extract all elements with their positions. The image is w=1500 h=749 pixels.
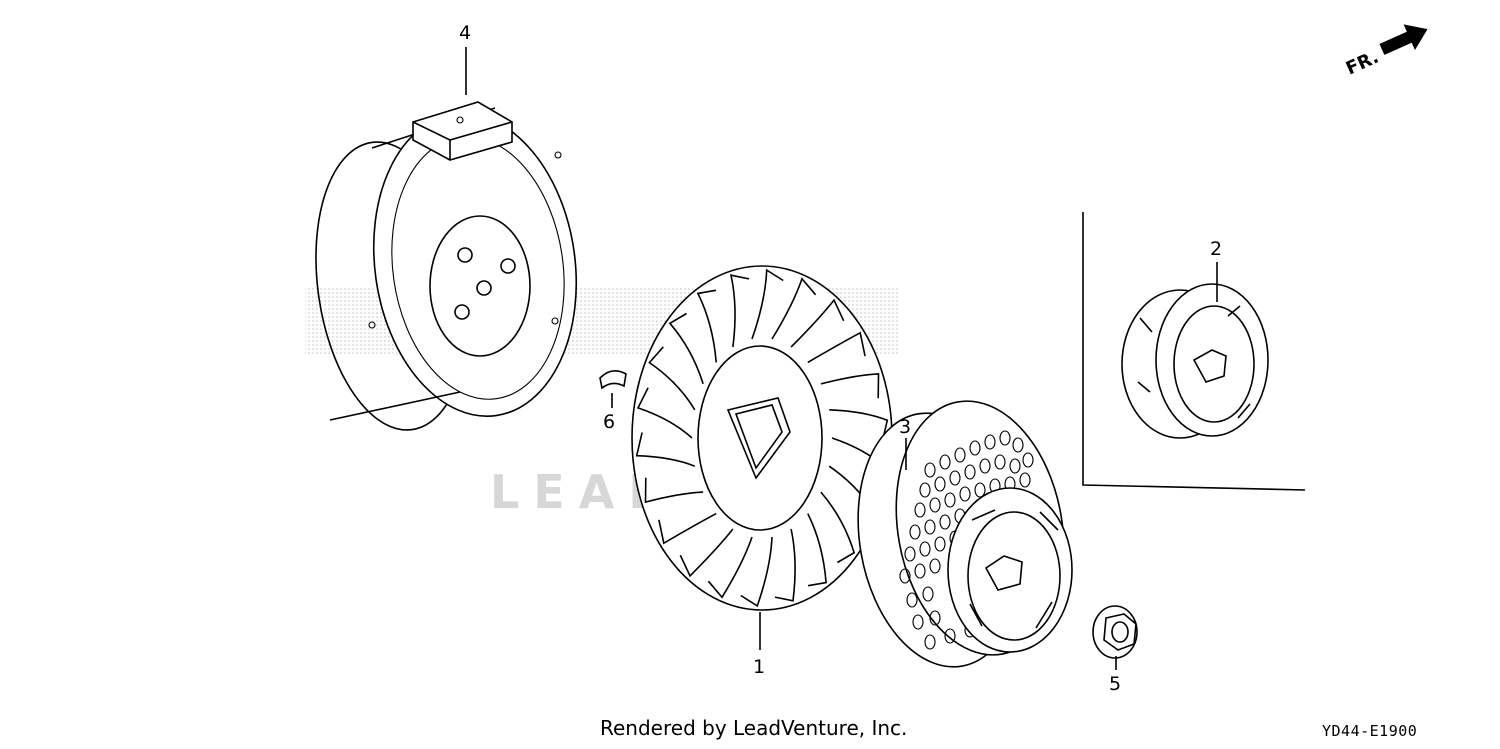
pulley-vent-hole [1009,458,1021,474]
part-4-flywheel[interactable] [299,47,596,440]
pulley-vent-hole [944,492,956,508]
pulley-vent-hole [924,462,936,478]
part-1-cooling-fan[interactable] [631,265,893,650]
pulley-vent-hole [1019,472,1031,488]
callout-3: 3 [899,416,911,438]
fan-blade [751,268,784,340]
fan-blade [729,274,750,348]
pulley-vent-hole [939,454,951,470]
pulley-vent-hole [974,482,986,498]
pulley-vent-hole [929,558,941,574]
fan-blade [636,387,693,439]
front-arrow-icon [1379,24,1428,55]
pulley-vent-hole [979,458,991,474]
fan-blade [648,346,696,411]
part-3-starter-pulley[interactable] [839,388,1083,680]
fan-blade [635,432,696,467]
callout-4: 4 [459,22,471,44]
front-direction-marker: FR. [1343,24,1428,80]
pulley-vent-hole [909,524,921,540]
pulley-vent-hole [984,434,996,450]
pulley-vent-hole [914,563,926,579]
fan-blade [774,528,796,602]
fan-blade [771,277,817,340]
pulley-vent-hole [924,634,936,650]
fan-blade [679,528,734,578]
part-2-starter-cup[interactable] [1121,262,1269,439]
pulley-vent-hole [924,519,936,535]
footer-credit: Rendered by LeadVenture, Inc. [600,716,908,740]
fan-blade [668,312,704,385]
pulley-vent-hole [954,447,966,463]
part-5-flange-nut[interactable] [1092,605,1138,670]
pulley-vent-hole [919,482,931,498]
callout-5: 5 [1109,673,1121,695]
pulley-vent-hole [914,502,926,518]
pulley-vent-hole [904,546,916,562]
fan-blade [807,513,827,587]
pulley-vent-hole [934,536,946,552]
fan-blade [820,491,856,564]
fan-blade [790,298,845,348]
pulley-vent-hole [929,610,941,626]
pulley-vent-hole [912,614,924,630]
pulley-vent-hole [899,568,911,584]
fan-blade [740,536,773,608]
pulley-vent-hole [906,592,918,608]
part-2-inset [1082,212,1306,491]
fan-blade [644,477,704,504]
fan-blade [658,512,717,545]
pulley-vent-hole [964,464,976,480]
pulley-vent-hole [949,470,961,486]
pulley-vent-hole [969,440,981,456]
pulley-vent-hole [929,497,941,513]
callout-1: 1 [753,656,765,678]
pulley-vent-hole [939,514,951,530]
fan-blade [696,289,717,363]
fan-blade [820,373,880,399]
pulley-vent-hole [944,628,956,644]
pulley-vent-hole [919,541,931,557]
front-direction-label: FR. [1343,47,1382,80]
fan-blade [707,536,753,599]
callout-6: 6 [603,411,615,433]
pulley-vent-hole [1012,437,1024,453]
fan-blade [829,409,889,444]
part-6-key[interactable] [599,370,627,408]
pulley-vent-hole [994,454,1006,470]
pulley-vent-hole [999,430,1011,446]
pulley-vent-hole [934,476,946,492]
fan-blade [807,331,866,364]
callout-2: 2 [1210,238,1222,260]
diagram-code: YD44-E1900 [1322,722,1418,740]
pulley-vent-hole [922,586,934,602]
pulley-vent-hole [959,486,971,502]
pulley-vent-hole [1022,452,1034,468]
